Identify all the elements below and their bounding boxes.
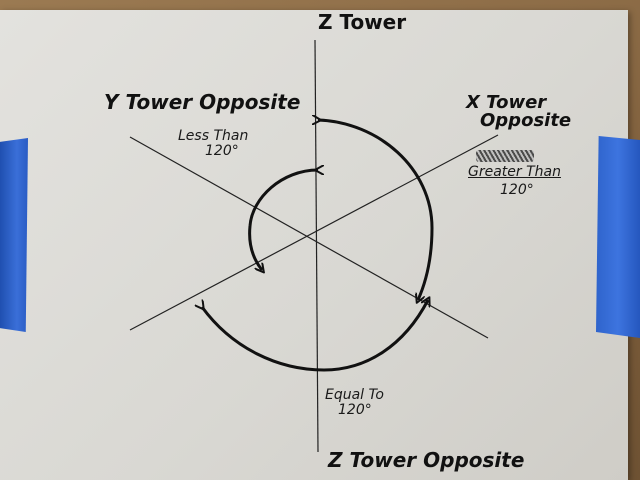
scribbled-out-text xyxy=(476,150,534,162)
blue-tape-right xyxy=(596,136,640,338)
y-x-opposite-line xyxy=(129,136,489,339)
equal-to-label: Equal To xyxy=(325,387,384,403)
x-tower-opposite-label: Opposite xyxy=(480,110,572,131)
z-tower-label: Z Tower xyxy=(318,10,407,34)
z-tower-opposite-label: Z Tower Opposite xyxy=(328,448,525,472)
x-y-opposite-line xyxy=(129,134,499,331)
greater-than-degrees: 120° xyxy=(500,182,534,198)
greater-than-arc xyxy=(318,120,434,300)
x-tower-label: X Tower xyxy=(466,92,547,113)
y-tower-opposite-label: Y Tower Opposite xyxy=(104,90,301,114)
equal-to-degrees: 120° xyxy=(338,402,372,418)
z-axis-line xyxy=(314,39,319,453)
greater-than-label: Greater Than xyxy=(468,164,561,180)
less-than-degrees: 120° xyxy=(205,143,239,159)
blue-tape-left xyxy=(0,138,28,332)
less-than-arc xyxy=(248,170,318,270)
less-than-label: Less Than xyxy=(178,128,249,144)
equal-to-arc xyxy=(202,300,428,372)
